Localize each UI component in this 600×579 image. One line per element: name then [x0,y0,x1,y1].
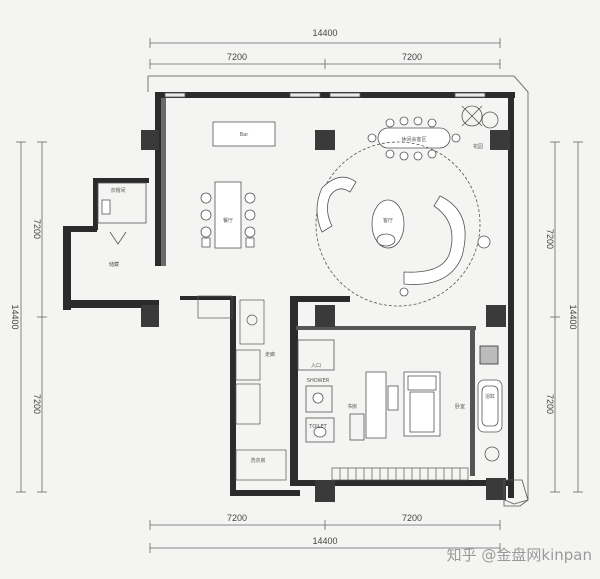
windows [164,92,486,98]
dim-left-lower: 7200 [32,394,42,414]
watermark: 知乎 @金盘网kinpan [447,546,592,564]
label-bath-tub: 浴缸 [485,393,495,400]
lounge-area [315,141,481,307]
lounge-sofas [316,176,491,297]
dim-bottom-total: 14400 [312,536,337,546]
columns [141,130,510,502]
label-utility: 洗衣房 [250,457,265,464]
dim-right-lower: 7200 [545,394,555,414]
study-desk [349,371,399,441]
label-lounge: 客厅 [383,217,393,224]
bathtub [477,379,503,462]
duct-box [479,345,499,365]
dim-right-total: 14400 [568,304,578,329]
dimension-labels: 14400 7200 7200 7200 7200 14400 14400 72… [10,28,578,546]
meeting-table [367,116,461,161]
dim-right-upper: 7200 [545,229,555,249]
label-shower: SHOWER [307,378,330,384]
wardrobe [331,467,469,481]
label-closet: 衣帽间 [110,187,125,194]
dim-top-left: 7200 [227,52,247,62]
bottom-right-wing [503,479,529,507]
label-garden: 花园 [473,143,483,150]
dining-set [200,181,256,249]
label-bedroom: 卧室 [455,403,465,410]
dim-left-upper: 7200 [32,219,42,239]
dim-top-right: 7200 [402,52,422,62]
walls [63,92,515,498]
dim-top-total: 14400 [312,28,337,38]
dimension-lines [16,38,583,553]
label-dining: 餐厅 [223,217,233,224]
garden [461,105,499,129]
label-study: 书房 [347,403,357,410]
dim-bottom-left: 7200 [227,513,247,523]
bed [403,371,441,437]
bathroom [297,339,335,443]
service-zone [197,295,287,481]
label-entrance: 入口 [311,363,321,369]
dim-bottom-right: 7200 [402,513,422,523]
bar-counter [212,121,276,147]
label-toilet: TOILET [308,424,327,430]
closet-room [97,182,147,245]
label-hall: 走廊 [265,351,275,358]
dim-left-total: 14400 [10,304,20,329]
slab-outline [147,75,529,505]
label-bar: Bar [240,132,249,138]
label-storage: 储藏 [109,261,119,268]
label-meeting: 休闲会客区 [401,136,426,143]
